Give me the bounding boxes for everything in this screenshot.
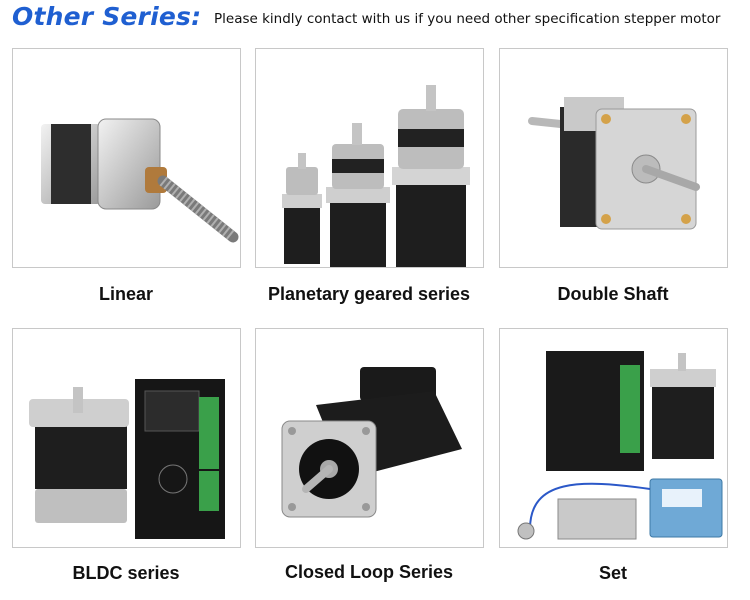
product-card-set[interactable] — [499, 328, 728, 548]
planetary-motor-image — [282, 85, 470, 267]
product-label-closed-loop: Closed Loop Series — [284, 562, 454, 582]
product-card-double-shaft[interactable] — [499, 48, 728, 268]
product-label-planetary: Planetary geared series — [267, 284, 471, 304]
product-label-linear: Linear — [98, 284, 154, 304]
bldc-motor-image — [29, 379, 225, 539]
section-title: Other Series: — [12, 2, 202, 31]
double-shaft-motor-image — [528, 97, 700, 230]
product-card-linear[interactable] — [12, 48, 241, 268]
set-image — [517, 351, 723, 540]
product-card-closed-loop[interactable] — [255, 328, 484, 548]
closed-loop-motor-image — [281, 367, 462, 518]
product-card-planetary[interactable] — [255, 48, 484, 268]
page-header: Other Series: Please kindly contact with… — [0, 0, 750, 40]
linear-motor-image — [41, 118, 239, 243]
section-subtitle: Please kindly contact with us if you nee… — [214, 11, 721, 27]
product-label-double-shaft: Double Shaft — [557, 284, 669, 304]
product-label-set: Set — [598, 563, 627, 583]
product-label-bldc: BLDC series — [72, 563, 180, 583]
product-card-bldc[interactable] — [12, 328, 241, 548]
